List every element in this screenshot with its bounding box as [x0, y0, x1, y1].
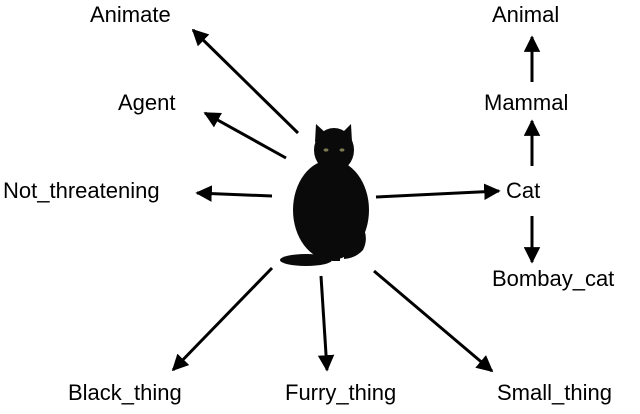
label-black-thing: Black_thing [68, 380, 182, 405]
arrow-to-small-thing [373, 269, 494, 373]
label-furry-thing: Furry_thing [285, 380, 397, 405]
label-cat: Cat [506, 178, 541, 203]
label-agent: Agent [118, 90, 176, 115]
arrow-to-not-threatening [195, 185, 273, 202]
label-not-threatening: Not_threatening [3, 178, 160, 203]
arrow-to-agent [203, 111, 287, 160]
label-bombay-cat: Bombay_cat [492, 266, 615, 291]
arrow-to-furry-thing [317, 275, 335, 372]
label-animal: Animal [492, 2, 560, 27]
label-animate: Animate [90, 2, 171, 27]
label-mammal: Mammal [484, 90, 569, 115]
arrow-to-cat [375, 183, 501, 200]
label-small-thing: Small_thing [497, 380, 612, 405]
arrow-to-black-thing [171, 266, 274, 372]
cat-image [280, 124, 369, 266]
arrow-to-animate [191, 28, 300, 135]
